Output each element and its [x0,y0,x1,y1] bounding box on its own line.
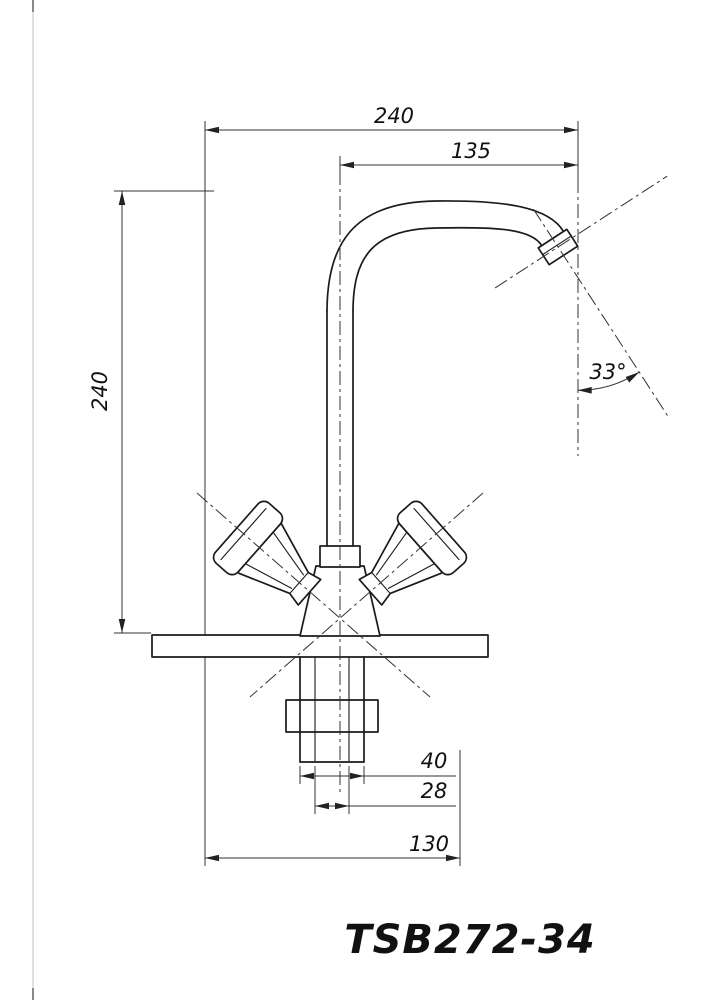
faucet-outline [151,200,579,763]
nozzle-face-line [494,175,668,289]
right-handle-axis [249,492,484,698]
dim-bottom-width-label: 130 [409,832,449,856]
nozzle-axis-line [533,208,671,420]
centerlines [196,171,671,795]
spout-angle-label: 33° [589,360,626,384]
shank [299,656,365,763]
dim-shank-width-label: 40 [421,749,448,773]
dimension-lines [118,126,640,862]
left-handle-axis [196,492,431,698]
dimension-labels: 240 135 240 33° 40 28 130 [88,104,627,856]
dim-pipe-width-label: 28 [421,779,448,803]
dim-left-height-label: 240 [88,371,112,411]
extension-lines [114,121,579,866]
dim-top-width-label: 240 [374,104,414,128]
lock-nut [285,699,379,733]
product-code: TSB272-34 [344,917,595,963]
gooseneck-spout [326,200,565,313]
angle-arc [577,371,640,394]
dim-spout-reach-label: 135 [451,139,491,163]
base-plate [151,634,489,658]
